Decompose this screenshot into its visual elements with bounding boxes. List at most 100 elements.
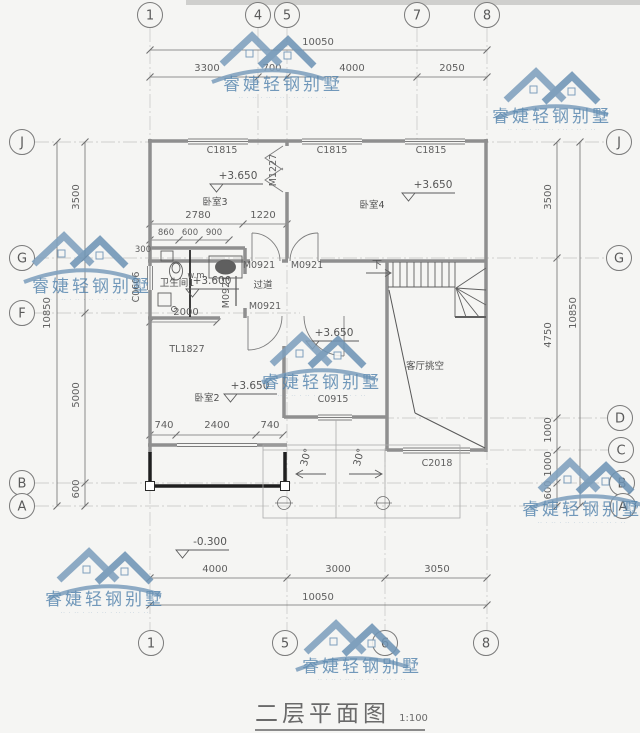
dim-label: 1220 — [250, 210, 275, 221]
annotation-label: 下 — [372, 260, 382, 271]
dim-label: 3300 — [194, 63, 219, 74]
balcony-parapet — [147, 452, 288, 488]
shower-tray-icon — [157, 292, 172, 307]
dim-label: 900 — [206, 228, 222, 238]
dim-label: 4000 — [339, 63, 364, 74]
watermark-brand-text: 睿婕轻钢别墅 — [32, 277, 152, 297]
watermark: 睿婕轻钢别墅·· · ·· · ·· · ·· · ·· · ·· · ·· — [212, 36, 343, 100]
axis-bubble — [608, 437, 634, 463]
title-block: 二层平面图 1:100 — [255, 694, 455, 731]
annotation-label: w.m — [187, 271, 204, 281]
winder-treads — [455, 267, 487, 318]
watermark-brand-text: 睿婕轻钢别墅 — [223, 75, 343, 95]
axis-bubble-label: 8 — [482, 637, 490, 652]
door-window-code: C1815 — [207, 145, 238, 156]
dim-label: 300 — [135, 245, 151, 255]
dim-label: 10050 — [302, 37, 334, 48]
axis-bubble-label: G — [17, 252, 27, 267]
axis-bubble — [137, 2, 163, 28]
axis-bubble-label: 1 — [146, 9, 154, 24]
door-window-code: C1815 — [416, 145, 447, 156]
dim-label: 4000 — [202, 564, 227, 575]
axis-bubble — [474, 2, 500, 28]
washbasin-icon — [215, 259, 236, 275]
dim-label: 3050 — [424, 564, 449, 575]
terrace-outline-below — [262, 420, 461, 519]
level-value: -0.300 — [193, 536, 227, 548]
axis-bubble — [274, 2, 300, 28]
axis-bubble-label: A — [619, 500, 628, 515]
watermark: 睿婕轻钢别墅·· · ·· · ·· · ·· · ·· · ·· · ·· — [262, 336, 379, 398]
door-window-code: M0921 — [291, 260, 323, 271]
window-C1815-3 — [405, 138, 465, 145]
dim-label: 10050 — [302, 592, 334, 603]
slope-arrows — [295, 469, 383, 479]
wall-openings — [147, 138, 470, 453]
dim-label: 740 — [260, 420, 279, 431]
door-window-code: C2018 — [422, 458, 453, 469]
dim-label: 1000 — [543, 451, 554, 476]
level-mark-icon — [175, 549, 229, 559]
axis-bubble-label: F — [18, 307, 25, 322]
floor-drain-icon — [171, 306, 177, 312]
annotation-label: 30° — [299, 447, 314, 467]
axis-bubble — [473, 630, 499, 656]
dim-label: 600 — [543, 480, 554, 499]
dim-label: 3500 — [543, 184, 554, 209]
watermark-layer: 睿婕轻钢别墅·· · ·· · ·· · ·· · ·· · ·· · ··睿婕… — [24, 36, 640, 682]
title-underline — [255, 729, 425, 731]
watermark: 睿婕轻钢别墅·· · ·· · ·· · ·· · ·· · ·· · ·· — [296, 624, 422, 682]
room-label: 卫生间1 — [160, 277, 195, 289]
balcony-door-TL1827 — [177, 443, 257, 447]
axis-bubble-label: J — [19, 136, 24, 151]
watermark-brand-text: 睿婕轻钢别墅 — [302, 657, 422, 677]
axis-bubble — [404, 2, 430, 28]
axis-bubble-label: D — [615, 412, 625, 427]
watermark-brand-text: 睿婕轻钢别墅 — [522, 500, 640, 520]
washing-machine-icon — [160, 250, 174, 262]
dim-label: 10850 — [42, 297, 53, 329]
dim-label: 860 — [158, 228, 174, 238]
window-C1815-2 — [302, 138, 362, 145]
dim-label: 5000 — [71, 382, 82, 407]
window-C2018 — [403, 447, 470, 454]
axis-bubble — [9, 129, 35, 155]
annotation-label: 30° — [352, 447, 367, 467]
door-M1227-folding — [264, 145, 284, 193]
dim-label: 600 — [182, 228, 198, 238]
drawing-title: 二层平面图 — [255, 701, 390, 727]
door-window-code: M0921 — [249, 301, 281, 312]
watermark: 睿婕轻钢别墅·· · ·· · ·· · ·· · ·· · ·· · ·· — [492, 72, 612, 132]
axis-bubble — [9, 245, 35, 271]
watermark: 睿婕轻钢别墅·· · ·· · ·· · ·· · ·· · ·· · ·· — [24, 236, 152, 302]
level-mark-icon — [209, 183, 263, 193]
watermark-sub-text: ·· · ·· · ·· · ·· · ·· · ·· · ·· — [61, 610, 150, 615]
axis-bubble-label: G — [614, 252, 624, 267]
void-diagonals — [388, 289, 486, 449]
axis-bubble — [607, 405, 633, 431]
axis-bubble-label: 1 — [147, 637, 155, 652]
axis-bubble — [272, 630, 298, 656]
level-mark-layer: +3.650+3.650+3.600+3.650+3.650-0.300 — [175, 170, 455, 559]
bathroom-fixtures — [157, 250, 243, 317]
dim-label: 3000 — [325, 564, 350, 575]
vanity-counter — [208, 255, 243, 279]
dim-label: 2000 — [173, 307, 198, 318]
stair-layer — [366, 262, 487, 318]
window-symbols — [147, 138, 470, 454]
dim-label: 1000 — [543, 417, 554, 442]
grid-lines-layer — [35, 28, 610, 630]
level-value: +3.650 — [315, 327, 354, 339]
door-window-code: TL1827 — [168, 344, 204, 355]
door-window-code: M1227 — [268, 154, 279, 186]
door-window-code: M0921 — [221, 276, 232, 308]
watermark-sub-text: ·· · ·· · ·· · ·· · ·· · ·· · ·· — [318, 677, 407, 682]
door-window-code: C0915 — [318, 394, 349, 405]
watermark-sub-text: ·· · ·· · ·· · ·· · ·· · ·· · ·· — [538, 520, 627, 525]
toilet-icon — [169, 261, 183, 281]
room-label: 过道 — [253, 279, 273, 291]
scan-edge-strip — [186, 0, 640, 5]
